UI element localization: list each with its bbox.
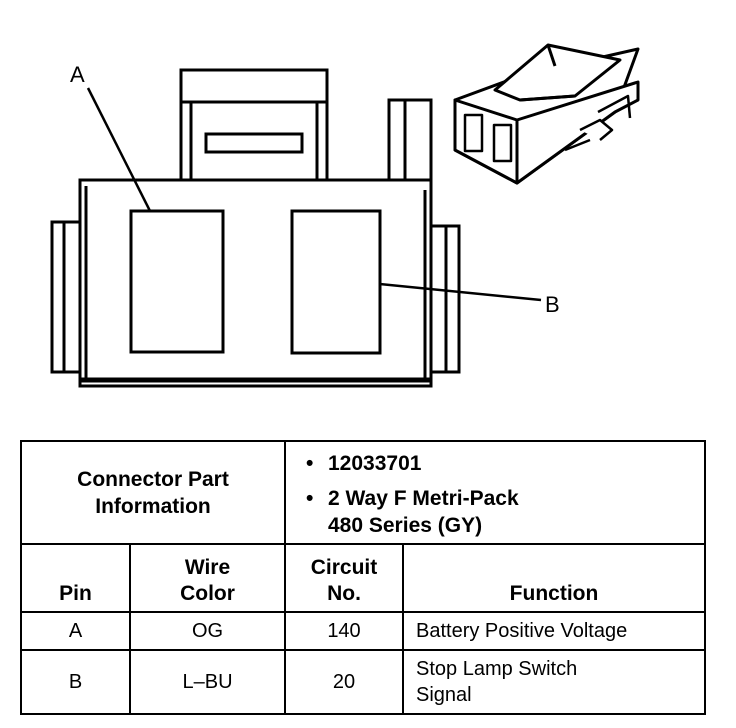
- pin-cell: A: [20, 611, 131, 651]
- callout-b: B: [545, 292, 560, 317]
- pin-cell: B: [20, 649, 131, 715]
- col-function: Function: [402, 543, 706, 613]
- circuit-cell: 20: [284, 649, 404, 715]
- callout-leaders: [86, 87, 542, 302]
- header-line-2: Information: [95, 494, 211, 518]
- connector-type: •2 Way F Metri-Pack: [306, 487, 519, 510]
- part-number: •12033701: [306, 452, 422, 475]
- wire-color-cell: OG: [129, 611, 286, 651]
- cavity-a: [129, 209, 225, 354]
- wire-color-cell: L–BU: [129, 649, 286, 715]
- connector-iso-view: [453, 43, 640, 185]
- connector-front-view: [50, 68, 461, 388]
- callout-a: A: [70, 62, 85, 87]
- part-info-row: Connector Part Information •12033701 •2 …: [20, 440, 706, 545]
- part-info-values: •12033701 •2 Way F Metri-Pack 480 Series…: [284, 440, 706, 545]
- connector-part-info-label: Connector Part Information: [20, 440, 286, 545]
- cavity-b: [290, 209, 382, 355]
- table-row: A OG 140 Battery Positive Voltage: [20, 611, 706, 651]
- circuit-cell: 140: [284, 611, 404, 651]
- header-line-1: Connector Part: [77, 467, 229, 491]
- function-cell: Battery Positive Voltage: [402, 611, 706, 651]
- connector-info-table: Connector Part Information •12033701 •2 …: [20, 440, 706, 715]
- connector-diagram: A B: [50, 43, 640, 388]
- col-pin: Pin: [20, 543, 131, 613]
- connector-series: 480 Series (GY): [328, 514, 483, 537]
